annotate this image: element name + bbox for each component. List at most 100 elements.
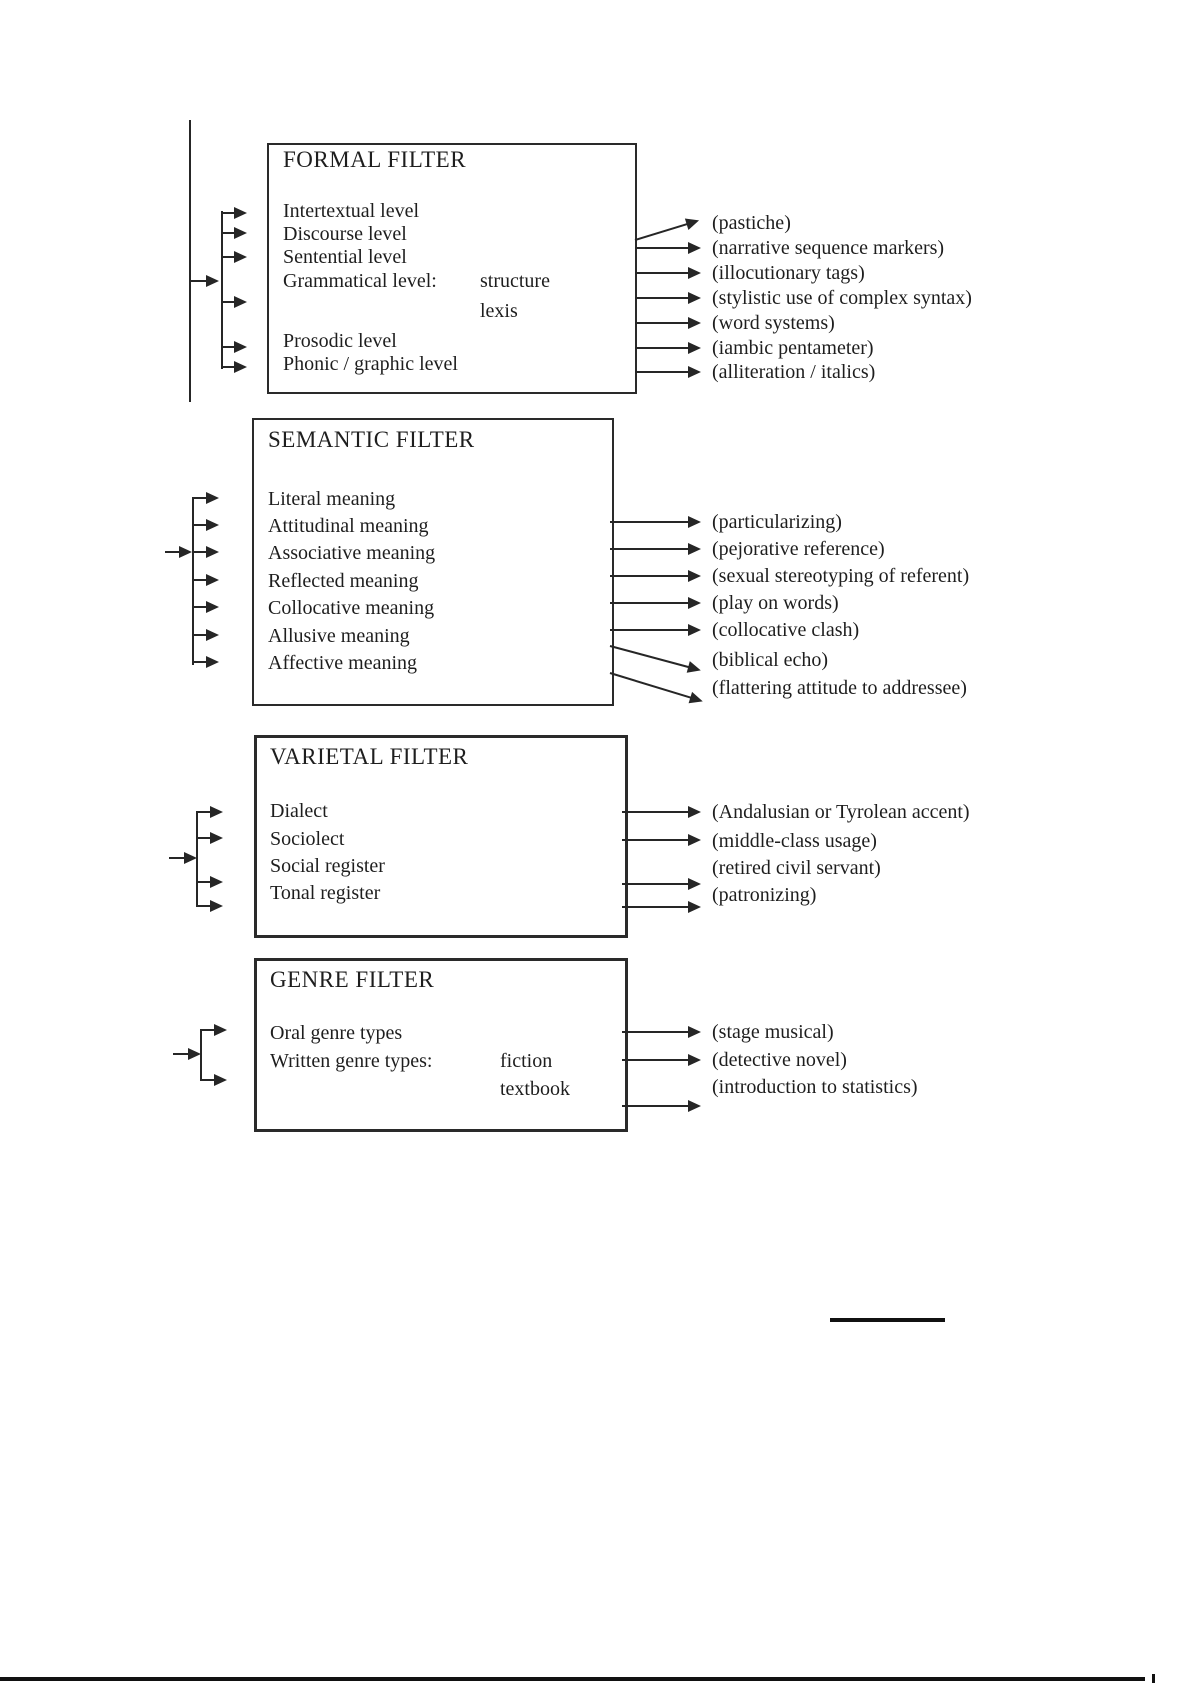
example-label: (sexual stereotyping of referent) [712, 565, 970, 587]
branch-arrow [222, 227, 247, 239]
feed-line [189, 120, 191, 402]
output-arrow [635, 292, 701, 304]
branch-arrow [193, 519, 219, 531]
example-label: (word systems) [712, 312, 835, 334]
filter-sub-item: fiction [500, 1050, 553, 1072]
formal-filter-title: FORMAL FILTER [283, 147, 467, 172]
filter-item: Tonal register [270, 882, 381, 904]
horizontal-rule [830, 1318, 945, 1322]
filter-item: Written genre types: [270, 1050, 433, 1072]
genre-filter-box [254, 958, 628, 1132]
output-arrow [622, 834, 701, 846]
semantic-filter-title: SEMANTIC FILTER [268, 427, 475, 452]
output-arrow [610, 543, 701, 555]
example-label: (collocative clash) [712, 619, 860, 641]
bracket-line [221, 211, 223, 369]
branch-arrow [193, 629, 219, 641]
filter-sub-item: textbook [500, 1078, 570, 1100]
output-arrow [634, 222, 688, 241]
branch-arrow [201, 1024, 227, 1036]
output-arrow [622, 1026, 701, 1038]
output-arrow [635, 317, 701, 329]
output-arrow [610, 597, 701, 609]
output-arrow [609, 645, 690, 669]
output-arrow [610, 516, 701, 528]
output-arrow [635, 267, 701, 279]
output-arrow [622, 806, 701, 818]
filter-item: Oral genre types [270, 1022, 403, 1044]
filter-item: Grammatical level: [283, 270, 437, 292]
example-label: (biblical echo) [712, 649, 829, 671]
branch-arrow [222, 361, 247, 373]
example-label: (particularizing) [712, 511, 842, 533]
filter-item: Affective meaning [268, 652, 418, 674]
branch-arrow [222, 207, 247, 219]
example-label: (middle-class usage) [712, 830, 877, 852]
example-label: (stage musical) [712, 1021, 834, 1043]
output-arrow [622, 1100, 701, 1112]
example-label: (play on words) [712, 592, 839, 614]
example-label: (illocutionary tags) [712, 262, 865, 284]
filter-sub-item: structure [480, 270, 550, 292]
branch-arrow [197, 806, 223, 818]
branch-arrow [222, 341, 247, 353]
filter-item: Sociolect [270, 828, 345, 850]
example-label: (alliteration / italics) [712, 361, 876, 383]
example-label: (pejorative reference) [712, 538, 885, 560]
example-label: (flattering attitude to addressee) [712, 677, 967, 699]
branch-arrow [201, 1074, 227, 1086]
example-label: (narrative sequence markers) [712, 237, 945, 259]
filter-item: Dialect [270, 800, 328, 822]
input-arrow [190, 275, 219, 287]
filter-item: Sentential level [283, 246, 407, 268]
example-label: (retired civil servant) [712, 857, 881, 879]
filter-item: Literal meaning [268, 488, 396, 510]
page-bottom-bar [0, 1677, 1145, 1681]
filter-item: Phonic / graphic level [283, 353, 458, 375]
input-arrow [165, 546, 192, 558]
example-label: (iambic pentameter) [712, 337, 874, 359]
example-label: (detective novel) [712, 1049, 847, 1071]
output-arrow [610, 624, 701, 636]
filter-item: Prosodic level [283, 330, 397, 352]
semantic-filter-box [252, 418, 614, 706]
page-bottom-bar-tick [1152, 1674, 1155, 1683]
bracket-line [192, 497, 194, 665]
filter-item: Social register [270, 855, 385, 877]
output-arrow [635, 366, 701, 378]
branch-arrow [193, 492, 219, 504]
varietal-filter-box [254, 735, 628, 938]
output-arrow [635, 342, 701, 354]
output-arrow [622, 1054, 701, 1066]
filter-item: Reflected meaning [268, 570, 419, 592]
filter-sub-item: lexis [480, 300, 518, 322]
example-label: (patronizing) [712, 884, 817, 906]
branch-arrow [222, 296, 247, 308]
bracket-line [196, 811, 198, 907]
output-arrow [622, 901, 701, 913]
formal-filter-box [267, 143, 637, 394]
output-arrow [622, 878, 701, 890]
filter-item: Attitudinal meaning [268, 515, 429, 537]
output-arrow [609, 672, 692, 699]
example-label: (pastiche) [712, 212, 791, 234]
filter-item: Associative meaning [268, 542, 436, 564]
branch-arrow [193, 546, 219, 558]
branch-arrow [222, 251, 247, 263]
branch-arrow [197, 900, 223, 912]
varietal-filter-title: VARIETAL FILTER [270, 744, 469, 769]
output-arrow [610, 570, 701, 582]
branch-arrow [197, 876, 223, 888]
filter-item: Allusive meaning [268, 625, 410, 647]
input-arrow [169, 852, 197, 864]
branch-arrow [193, 574, 219, 586]
filter-item: Collocative meaning [268, 597, 435, 619]
branch-arrow [193, 656, 219, 668]
genre-filter-title: GENRE FILTER [270, 967, 435, 992]
output-arrow [635, 242, 701, 254]
bracket-line [200, 1029, 202, 1081]
branch-arrow [193, 601, 219, 613]
branch-arrow [197, 832, 223, 844]
filter-item: Discourse level [283, 223, 407, 245]
